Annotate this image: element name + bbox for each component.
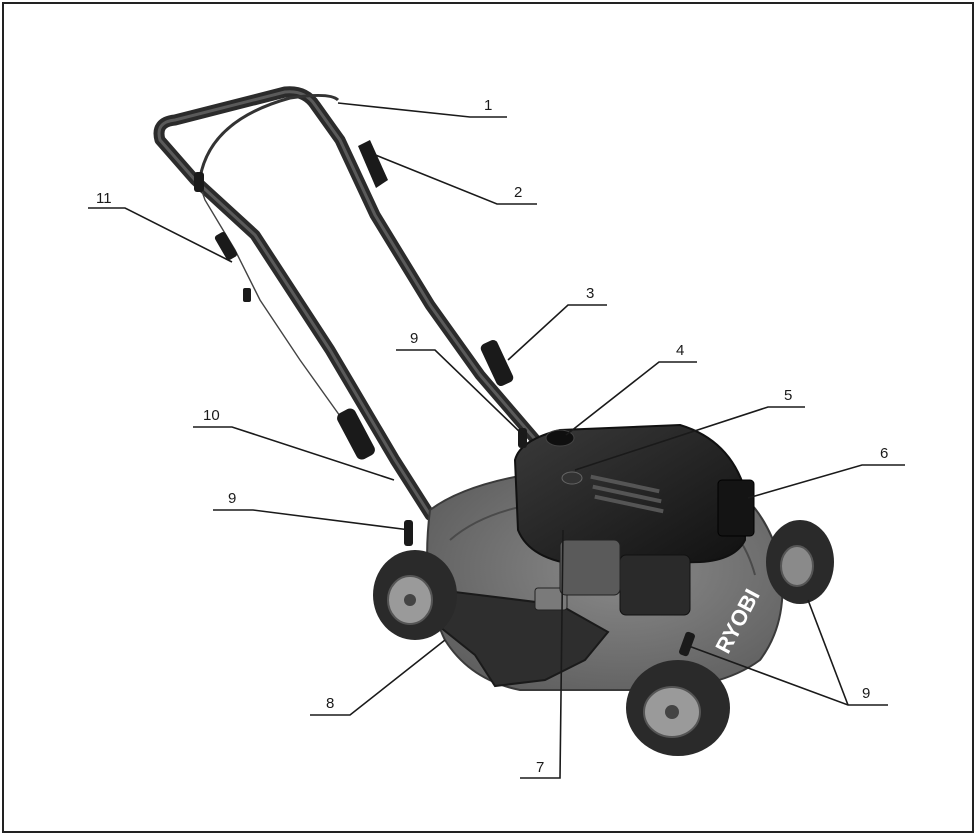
wheel-front-right xyxy=(766,520,834,604)
height-adjuster-front-icon xyxy=(679,631,695,657)
callout-9-right: 9 xyxy=(862,685,870,702)
handle-assembly xyxy=(153,86,546,521)
engine xyxy=(513,423,755,616)
callout-9-top: 9 xyxy=(410,330,418,347)
flap-hinge-icon xyxy=(534,587,568,611)
callout-10: 10 xyxy=(203,407,220,424)
callout-7: 7 xyxy=(536,759,544,776)
callout-8: 8 xyxy=(326,695,334,712)
cable-clip-icon xyxy=(214,231,238,261)
primer-icon xyxy=(561,471,583,485)
callout-2: 2 xyxy=(514,184,522,201)
air-filter xyxy=(717,479,755,537)
callout-5: 5 xyxy=(784,387,792,404)
callout-labels: 1 2 3 9 4 5 6 10 11 9 8 7 9 xyxy=(96,97,888,776)
callout-3: 3 xyxy=(586,285,594,302)
wheel-front-left xyxy=(626,660,730,756)
handle-knob-upper-icon xyxy=(358,140,388,188)
engine-block xyxy=(619,554,691,616)
handle-knob-lower-left-icon xyxy=(337,408,375,460)
callout-4: 4 xyxy=(676,342,684,359)
bail-lever xyxy=(198,93,340,179)
callout-6: 6 xyxy=(880,445,888,462)
engine-vents xyxy=(590,474,664,514)
callout-11: 11 xyxy=(96,190,112,207)
callout-1: 1 xyxy=(484,97,492,114)
cable-clip-icon xyxy=(243,288,251,302)
callout-leaders xyxy=(88,102,905,779)
cable-clip-icon xyxy=(194,172,204,192)
height-adjuster-rear-icon xyxy=(404,520,413,546)
callout-9-left: 9 xyxy=(228,490,236,507)
handle-knob-lower-right-icon xyxy=(480,339,514,387)
wheel-rear-left xyxy=(373,550,457,640)
